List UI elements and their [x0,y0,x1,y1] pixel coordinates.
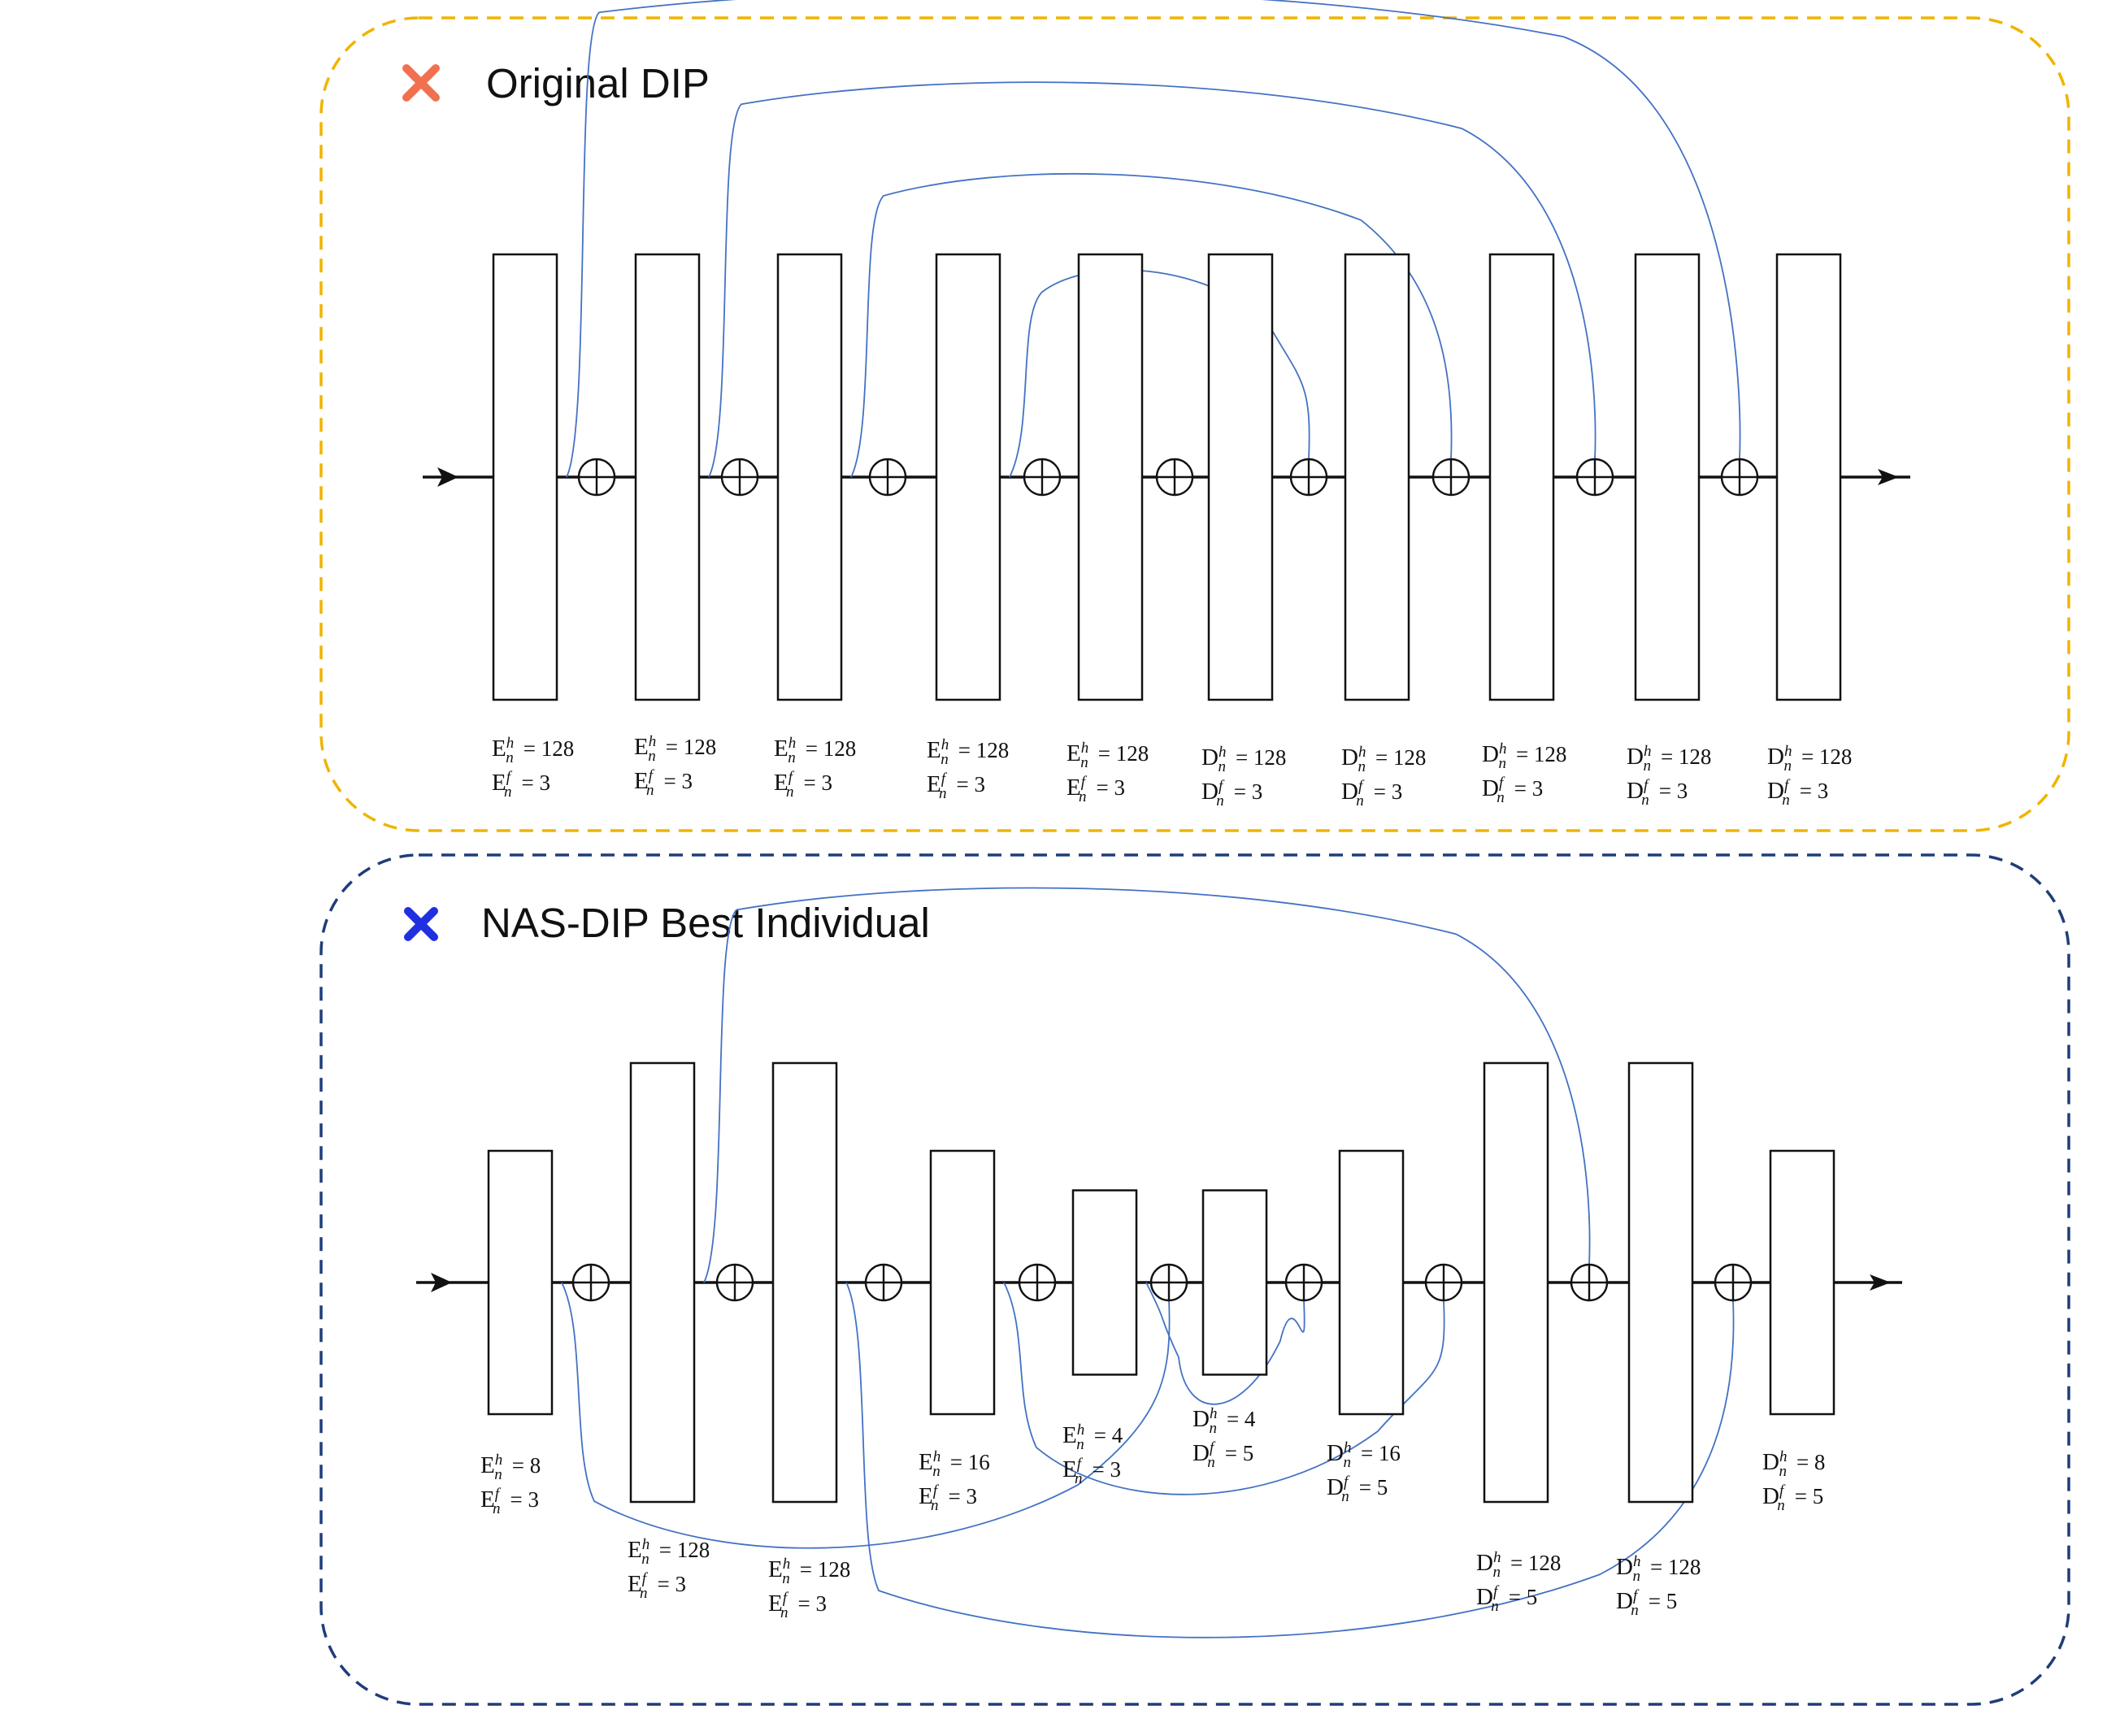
panel-border [319,16,2070,832]
add-node-icon [1720,458,1759,497]
encoder-block [1077,253,1144,701]
skip-connection [1003,1282,1445,1495]
skip-connection [1145,1282,1305,1405]
encoder-block [492,253,558,701]
add-node-icon [1570,1263,1609,1302]
decoder-block [1634,253,1701,701]
add-node-icon [1714,1263,1753,1302]
skip-connection [566,0,1741,478]
encoder-block [929,1149,996,1416]
input-arrow [431,1273,452,1292]
encoder-block [1071,1189,1138,1376]
add-node-icon [1023,458,1062,497]
skip-connection [845,1282,1735,1638]
decoder-block [1488,253,1555,701]
panel-title: Original DIP [486,60,710,106]
skip-connection [708,81,1597,478]
panel-title: NAS-DIP Best Individual [481,900,930,946]
output-arrow [1878,469,1899,485]
add-node-icon [868,458,907,497]
add-node-icon [1431,458,1471,497]
skip-connection [561,1282,1171,1549]
encoder-block [776,253,843,701]
decoder-block [1769,1149,1835,1416]
add-node-icon [864,1263,903,1302]
add-node-icon [720,458,759,497]
add-node-icon [571,1263,610,1302]
decoder-block [1201,1189,1268,1376]
input-arrow [437,467,458,487]
add-node-icon [577,458,616,497]
skip-connection [850,172,1453,478]
skip-connection [703,887,1591,1283]
decoder-block [1627,1061,1694,1504]
add-node-icon [1155,458,1194,497]
add-node-icon [1284,1263,1323,1302]
encoder-block [629,1061,696,1504]
decoder-block [1775,253,1842,701]
add-node-icon [1575,458,1614,497]
decoder-block [1344,253,1410,701]
encoder-block [771,1061,838,1504]
add-node-icon [715,1263,754,1302]
encoder-block [935,253,1001,701]
add-node-icon [1018,1263,1057,1302]
add-node-icon [1289,458,1328,497]
add-node-icon [1424,1263,1463,1302]
decoder-block [1338,1149,1405,1416]
red-x-icon [402,64,440,102]
encoder-block [487,1149,554,1416]
output-arrow [1870,1274,1891,1291]
blue-x-icon [404,907,438,941]
panel-border [319,853,2070,1706]
decoder-block [1207,253,1274,701]
add-node-icon [1149,1263,1188,1302]
decoder-block [1483,1061,1549,1504]
encoder-block [634,253,701,701]
